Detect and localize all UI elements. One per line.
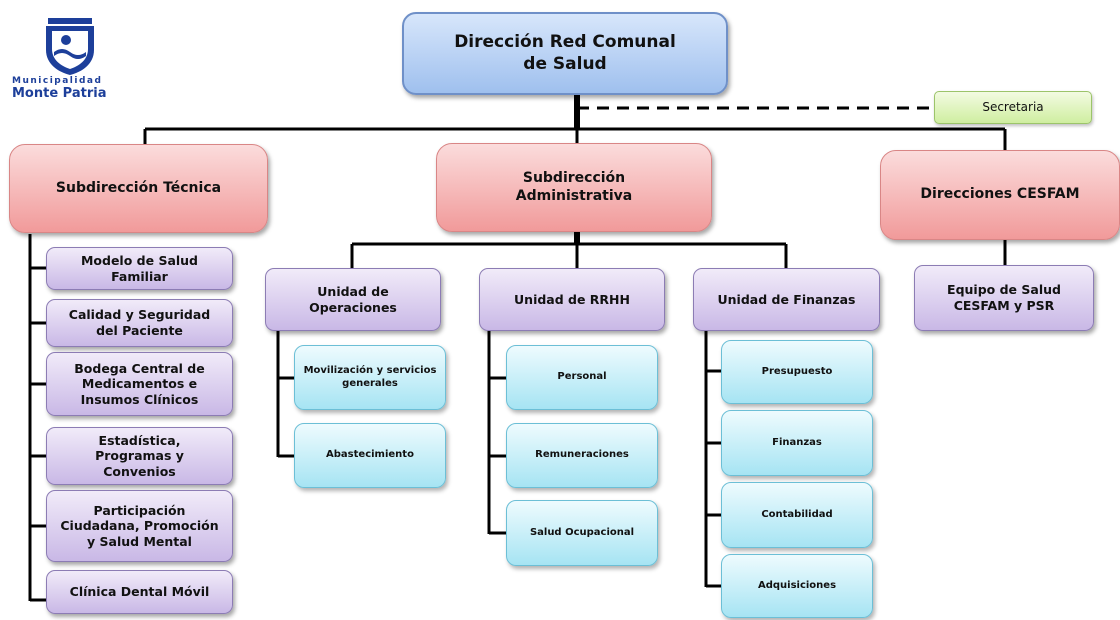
node-label: Subdirección Técnica bbox=[55, 179, 222, 196]
node-presupuesto: Presupuesto bbox=[721, 340, 873, 404]
node-label: Unidad de Finanzas bbox=[717, 291, 856, 307]
node-contabilidad: Contabilidad bbox=[721, 482, 873, 548]
node-direcciones-cesfam: Direcciones CESFAM bbox=[880, 150, 1120, 240]
node-label: Dirección Red Comunal de Salud bbox=[454, 32, 676, 74]
logo-text-municipalidad: Municipalidad bbox=[12, 76, 103, 86]
municipality-logo: Municipalidad Monte Patria bbox=[10, 8, 130, 108]
node-modelo-salud-familiar: Modelo de Salud Familiar bbox=[46, 247, 233, 290]
node-label: Finanzas bbox=[772, 436, 822, 448]
node-calidad-seguridad: Calidad y Seguridad del Paciente bbox=[46, 299, 233, 347]
node-participacion-ciudadana: Participación Ciudadana, Promoción y Sal… bbox=[46, 490, 233, 562]
node-label: Participación Ciudadana, Promoción y Sal… bbox=[60, 502, 219, 549]
node-label: Direcciones CESFAM bbox=[920, 186, 1080, 203]
node-secretaria: Secretaria bbox=[934, 91, 1092, 124]
node-label: Adquisiciones bbox=[757, 579, 837, 591]
node-label: Modelo de Salud Familiar bbox=[80, 252, 199, 284]
node-salud-ocupacional: Salud Ocupacional bbox=[506, 500, 658, 566]
node-label: Calidad y Seguridad del Paciente bbox=[68, 307, 211, 338]
node-label: Subdirección Administrativa bbox=[515, 170, 633, 204]
node-remuneraciones: Remuneraciones bbox=[506, 423, 658, 488]
node-adquisiciones: Adquisiciones bbox=[721, 554, 873, 618]
node-unidad-operaciones: Unidad de Operaciones bbox=[265, 268, 441, 331]
node-label: Salud Ocupacional bbox=[529, 526, 635, 538]
node-estadistica-programas: Estadística, Programas y Convenios bbox=[46, 427, 233, 485]
node-unidad-finanzas: Unidad de Finanzas bbox=[693, 268, 880, 331]
node-label: Personal bbox=[557, 371, 607, 383]
node-subdireccion-administrativa: Subdirección Administrativa bbox=[436, 143, 712, 232]
node-abastecimiento: Abastecimiento bbox=[294, 423, 446, 488]
node-label: Estadística, Programas y Convenios bbox=[95, 432, 184, 479]
node-label: Clínica Dental Móvil bbox=[69, 584, 210, 600]
node-finanzas: Finanzas bbox=[721, 410, 873, 476]
node-clinica-dental: Clínica Dental Móvil bbox=[46, 570, 233, 614]
node-unidad-rrhh: Unidad de RRHH bbox=[479, 268, 665, 331]
node-movilizacion: Movilización y servicios generales bbox=[294, 345, 446, 410]
node-label: Unidad de RRHH bbox=[514, 291, 630, 307]
node-label: Movilización y servicios generales bbox=[303, 365, 437, 389]
shield-icon bbox=[46, 18, 94, 75]
node-subdireccion-tecnica: Subdirección Técnica bbox=[9, 144, 268, 233]
node-bodega-central: Bodega Central de Medicamentos e Insumos… bbox=[46, 352, 233, 416]
logo-text-monte-patria: Monte Patria bbox=[12, 86, 107, 101]
node-label: Unidad de Operaciones bbox=[309, 283, 397, 315]
node-label: Equipo de Salud CESFAM y PSR bbox=[947, 282, 1061, 313]
node-label: Secretaria bbox=[982, 100, 1044, 114]
node-equipo-salud-cesfam: Equipo de Salud CESFAM y PSR bbox=[914, 265, 1094, 331]
node-direccion-red-comunal: Dirección Red Comunal de Salud bbox=[402, 12, 728, 95]
node-label: Presupuesto bbox=[761, 365, 833, 377]
node-label: Bodega Central de Medicamentos e Insumos… bbox=[74, 360, 205, 407]
node-label: Abastecimiento bbox=[326, 449, 414, 461]
node-label: Remuneraciones bbox=[535, 449, 629, 461]
node-personal: Personal bbox=[506, 345, 658, 410]
node-label: Contabilidad bbox=[761, 508, 833, 520]
